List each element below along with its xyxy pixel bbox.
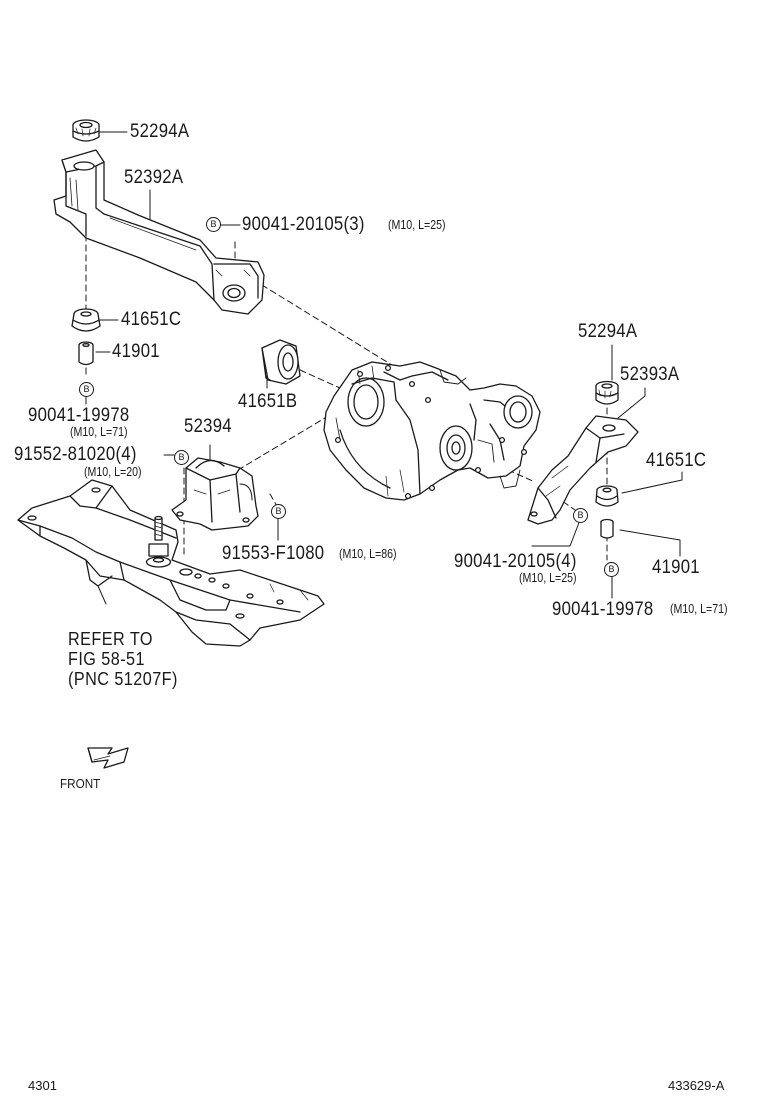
cushion-52294a-right: [596, 382, 618, 405]
bolt-marker-front-left: B: [174, 450, 189, 465]
part-spec-90041-20105-4: (M10, L=25): [519, 571, 577, 585]
collar-41901-right: [601, 520, 613, 539]
stud-bolt: [147, 517, 171, 568]
collar-41901-left: [79, 342, 93, 365]
bracket-52393a: [528, 416, 638, 524]
part-label-91552-81020-4: 91552-81020(4): [14, 444, 137, 465]
part-spec-90041-19978-right: (M10, L=71): [670, 602, 728, 616]
cushion-41651c-left: [72, 309, 100, 331]
part-label-52294a-top: 52294A: [130, 121, 190, 142]
bolt-marker-52394: B: [271, 504, 286, 519]
part-spec-91552-81020-4: (M10, L=20): [84, 465, 142, 479]
part-label-90041-20105-4: 90041-20105(4): [454, 551, 577, 572]
bracket-52394: [172, 458, 258, 530]
front-label: FRONT: [60, 776, 101, 791]
part-label-90041-19978-right: 90041-19978: [552, 599, 654, 620]
part-label-91553-f1080: 91553-F1080: [222, 543, 325, 564]
dashed-line-41651b: [300, 370, 340, 388]
bolt-marker-upper: B: [206, 217, 221, 232]
part-label-41901-right: 41901: [652, 557, 700, 578]
reference-line-3: (PNC 51207F): [68, 669, 178, 689]
part-label-41651b: 41651B: [238, 391, 298, 412]
part-label-52392a: 52392A: [124, 167, 184, 188]
suspension-crossmember: [18, 480, 324, 646]
part-spec-91553-f1080: (M10, L=86): [339, 547, 397, 561]
bolt-marker-right-bracket: B: [573, 508, 588, 523]
bolt-marker-right: B: [604, 562, 619, 577]
bushing-41651b: [262, 340, 300, 384]
bolt-marker-left: B: [79, 382, 94, 397]
part-label-90041-20105-3: 90041-20105(3): [242, 214, 365, 235]
front-direction-arrow: [88, 748, 128, 768]
part-label-52294a-right: 52294A: [578, 321, 638, 342]
differential-assembly: [324, 362, 540, 500]
footer-illustration-id: 433629-A: [668, 1078, 725, 1093]
part-spec-90041-20105-3: (M10, L=25): [388, 218, 446, 232]
part-label-52394: 52394: [184, 416, 232, 437]
dashed-line-beam-to-diff: [262, 285, 400, 370]
footer-page-code: 4301: [28, 1078, 57, 1093]
cushion-52294a-top: [73, 120, 99, 141]
part-label-41901-left: 41901: [112, 341, 160, 362]
reference-line-2: FIG 58-51: [68, 649, 145, 669]
part-label-90041-19978-left: 90041-19978: [28, 405, 130, 426]
part-label-41651c-left: 41651C: [121, 309, 182, 330]
support-beam-52392a: [54, 150, 264, 314]
leader-lines: [86, 132, 682, 598]
reference-line-1: REFER TO: [68, 629, 153, 649]
part-spec-90041-19978-left: (M10, L=71): [70, 425, 128, 439]
dashed-line-52394-to-diff: [238, 415, 330, 470]
cushion-41651c-right: [596, 486, 618, 506]
part-label-52393a: 52393A: [620, 364, 680, 385]
part-label-41651c-right: 41651C: [646, 450, 707, 471]
